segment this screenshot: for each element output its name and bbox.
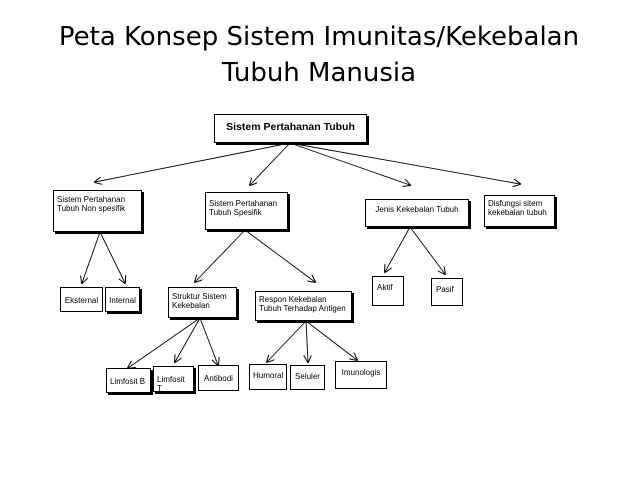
edge-struktur-limfosit-t bbox=[175, 317, 201, 362]
node-respon-kekebalan: Respon Kekebalan Tubuh Terhadap Antigen bbox=[255, 291, 352, 321]
edge-root-jenis bbox=[289, 142, 410, 185]
edge-respon-imunologis bbox=[305, 320, 357, 360]
edge-struktur-limfositb bbox=[128, 317, 201, 368]
node-sistem-pertahanan-tubuh: Sistem Pertahanan Tubuh bbox=[214, 114, 367, 143]
node-pasif: Pasif bbox=[431, 278, 463, 306]
node-eksternal: Eksternal bbox=[60, 287, 103, 312]
node-antibodi: Antibodi bbox=[198, 365, 239, 391]
node-limfosit-b: Limfosit B bbox=[106, 368, 151, 393]
edge-respon-seluler bbox=[306, 320, 308, 362]
node-aktif: Aktif bbox=[372, 276, 404, 306]
edge-spesifik-respon bbox=[244, 229, 315, 282]
page-title-line-1: Peta Konsep Sistem Imunitas/Kekebalan bbox=[58, 22, 580, 52]
node-internal: Internal bbox=[105, 287, 140, 312]
edge-root-disfungsi bbox=[289, 142, 520, 184]
edge-root-spesifik bbox=[250, 142, 291, 185]
node-struktur-sistem: Struktur Sistem Kekebalan bbox=[168, 287, 237, 318]
node-seluler: Seluler bbox=[290, 365, 325, 390]
page-title-line-2: Tubuh Manusia bbox=[221, 58, 417, 88]
edge-jenis-aktif bbox=[385, 226, 411, 272]
node-imunologis: Imunologis bbox=[335, 361, 387, 389]
node-humoral: Humoral bbox=[249, 364, 287, 390]
node-non-spesifik: Sistem Pertahanan Tubuh Non spesifik bbox=[53, 190, 142, 232]
node-disfungsi: Disfungsi sitem kekebalan tubuh bbox=[484, 195, 555, 227]
edge-spesifik-struktur bbox=[195, 229, 246, 282]
edge-jenis-pasif bbox=[409, 226, 445, 274]
node-jenis-kekebalan: Jenis Kekebalan Tubuh bbox=[365, 199, 469, 227]
node-limfosit-t: Limfosit T bbox=[153, 366, 194, 392]
edge-nonspesifik-eksternal bbox=[82, 231, 101, 283]
edge-nonspesifik-internal bbox=[99, 231, 125, 283]
node-spesifik: Sistem Pertahanan Tubuh Spesifik bbox=[205, 192, 288, 230]
edge-respon-humoral bbox=[267, 320, 307, 362]
edge-root-nonspesifik bbox=[95, 142, 291, 182]
edge-struktur-antibodi bbox=[199, 317, 218, 365]
